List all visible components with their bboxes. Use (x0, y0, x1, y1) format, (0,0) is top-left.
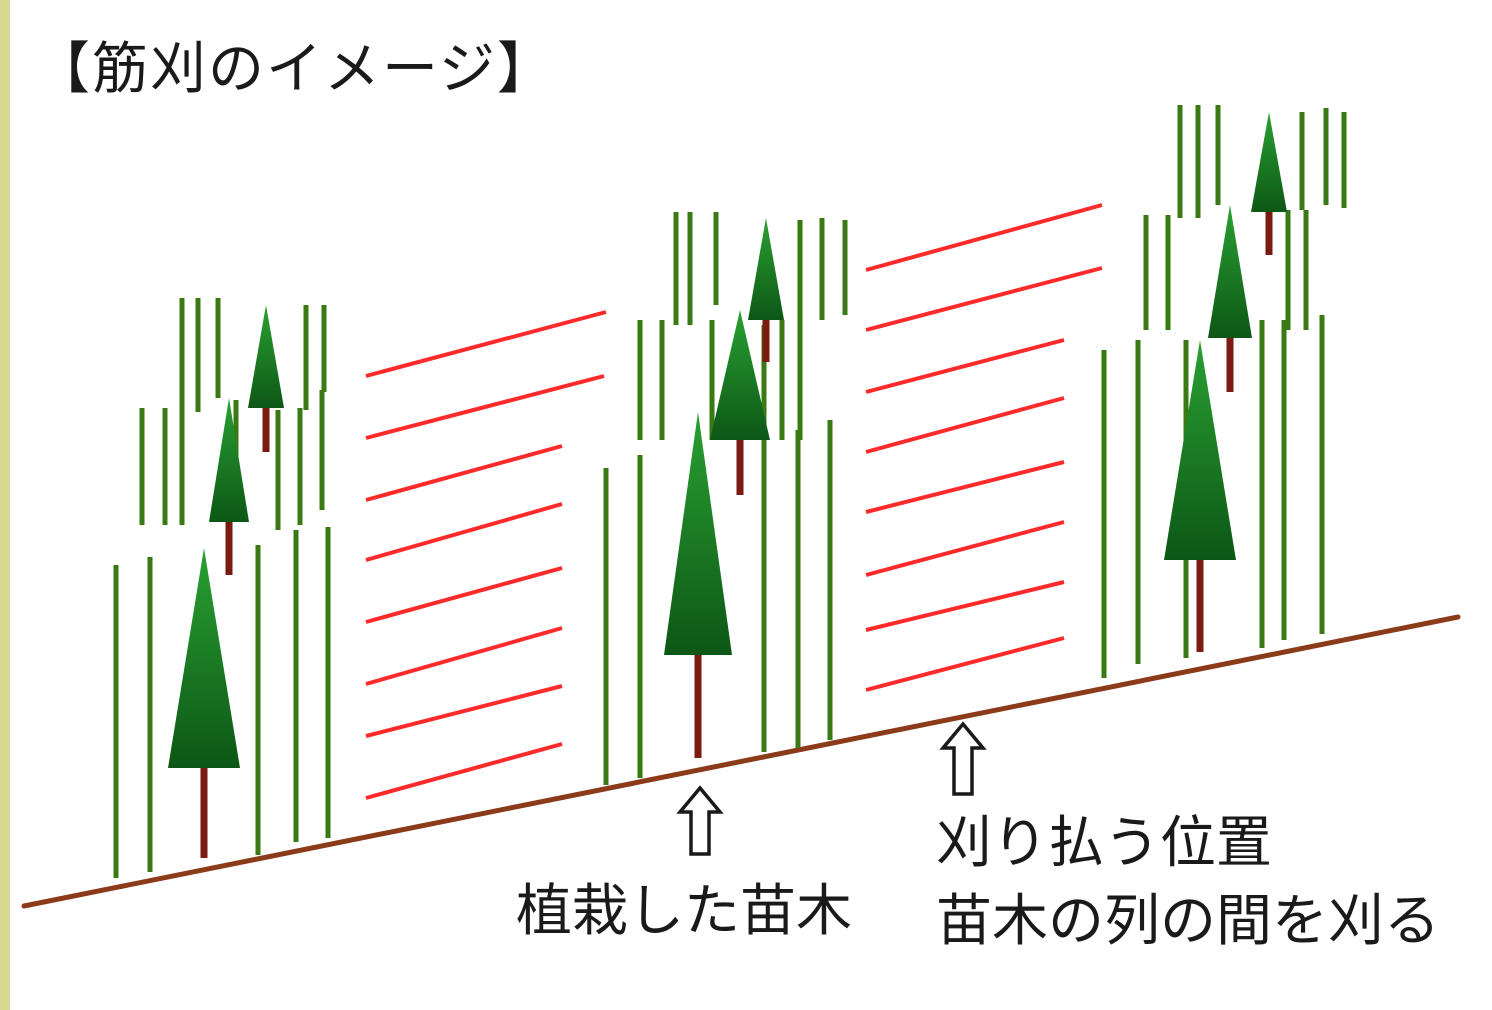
cut-method-label: 苗木の列の間を刈る (936, 889, 1440, 954)
tree-trunk (1196, 558, 1204, 652)
cut-line (365, 444, 563, 502)
hollow-up-arrow-icon (939, 721, 987, 796)
uncut-grass-group (603, 212, 848, 785)
conifer-seedling-icon (664, 412, 732, 758)
tree-crown (1251, 112, 1287, 212)
cut-line (365, 310, 607, 378)
cut-line (365, 626, 563, 686)
cut-line (865, 396, 1065, 454)
tree-crown (248, 305, 284, 408)
cut-line (865, 520, 1065, 577)
tree-trunk (694, 653, 702, 758)
ground-slope-line (21, 614, 1461, 909)
uncut-grass-group (113, 298, 331, 878)
tree-crown (664, 412, 732, 655)
cut-line (865, 580, 1065, 632)
tree-trunk (200, 766, 208, 858)
tree-trunk (225, 520, 233, 575)
hollow-up-arrow-icon (676, 785, 724, 856)
cut-line (365, 566, 563, 624)
tree-trunk (262, 406, 270, 452)
uncut-grass-group (1101, 105, 1347, 678)
cut-line (865, 338, 1065, 394)
tree-crown (168, 548, 240, 768)
tree-crown (710, 310, 770, 440)
cut-strip-lines (365, 203, 1103, 800)
conifer-seedling-icon (1164, 340, 1236, 652)
seedling-trees (168, 112, 1287, 858)
cut-line (365, 374, 605, 440)
cut-line (865, 266, 1103, 332)
cut-line (365, 684, 563, 738)
cut-line (865, 203, 1103, 272)
cut-line (865, 460, 1065, 514)
tree-crown (748, 218, 784, 320)
conifer-seedling-icon (248, 305, 284, 452)
tree-trunk (1265, 210, 1273, 255)
seedling-label: 植栽した苗木 (516, 879, 852, 944)
tree-trunk (1226, 336, 1234, 392)
diagram-title: 【筋刈のイメージ】 (34, 37, 555, 102)
conifer-seedling-icon (209, 398, 249, 575)
cut-line (865, 636, 1065, 692)
tree-trunk (736, 438, 744, 495)
cut-position-label: 刈り払う位置 (936, 811, 1272, 876)
conifer-seedling-icon (748, 218, 784, 362)
conifer-seedling-icon (710, 310, 770, 495)
conifer-seedling-icon (1251, 112, 1287, 255)
conifer-seedling-icon (1208, 205, 1252, 392)
tree-crown (1164, 340, 1236, 560)
cut-line (365, 502, 563, 562)
cut-line (365, 742, 563, 800)
tree-crown (1208, 205, 1252, 338)
tree-trunk (762, 318, 770, 362)
conifer-seedling-icon (168, 548, 240, 858)
left-border (0, 0, 10, 1010)
tree-crown (209, 398, 249, 522)
